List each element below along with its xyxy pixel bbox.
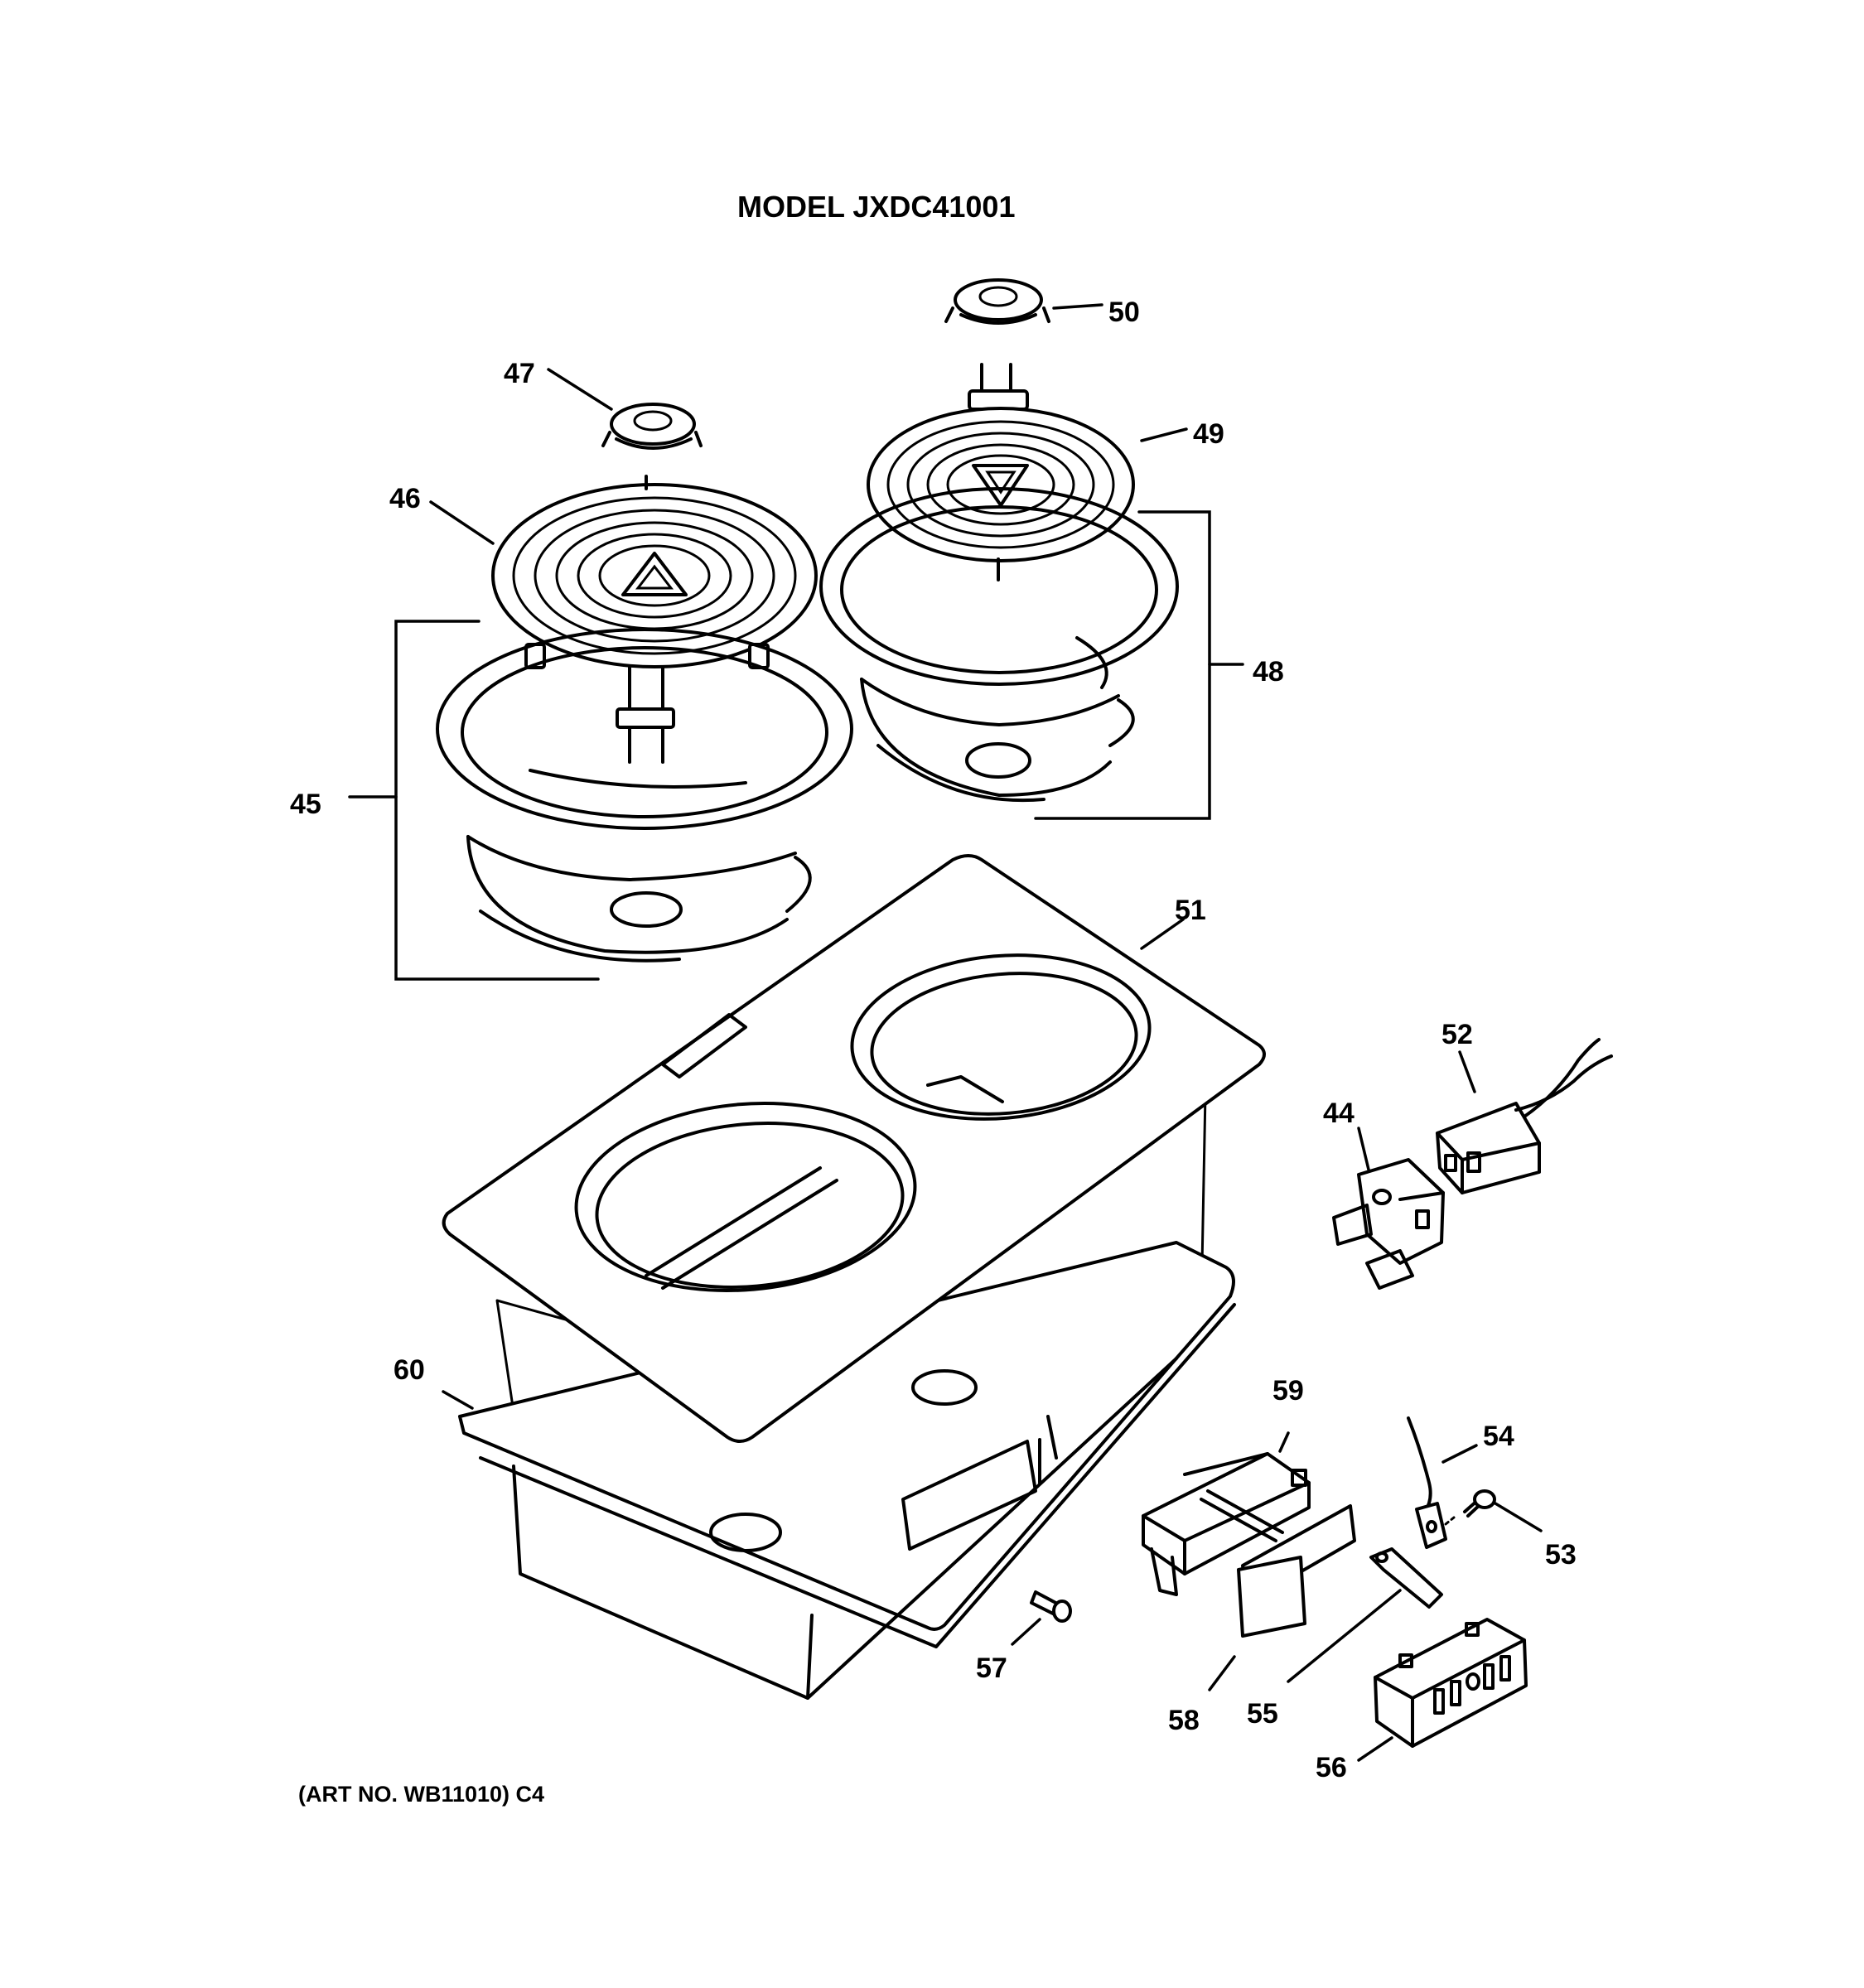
callout-46: 46 [389,483,421,514]
callout-45: 45 [290,789,321,820]
leader-57 [1208,1655,1236,1691]
art-number: (ART NO. WB11010) C4 [298,1782,544,1807]
part-49-coil [867,363,1135,581]
model-title: MODEL JXDC41001 [737,190,1015,224]
part-46-coil [491,475,818,764]
callout-48: 48 [1253,656,1284,688]
part-52-connector [1436,1038,1613,1194]
leader-53 [1494,1502,1543,1532]
part-59-screw [1030,1590,1072,1623]
part-55-strip [1369,1547,1443,1609]
leader-59 [1011,1618,1041,1646]
callout-56: 56 [1316,1752,1347,1783]
leader-49 [1140,427,1188,442]
callout-58: 59 [1272,1375,1304,1407]
callout-44: 44 [1323,1098,1355,1129]
leader-44 [1357,1127,1370,1171]
part-50-cap [944,278,1050,325]
leader-60 [442,1390,474,1410]
callout-55: 55 [1247,1698,1278,1730]
callout-54: 54 [1483,1421,1514,1452]
part-44-terminal [1332,1158,1445,1290]
part-47-cap [601,403,703,450]
callout-57: 58 [1168,1705,1200,1736]
callout-52: 52 [1441,1019,1473,1050]
part-51-cooktop [442,854,1266,1443]
part-58-bracket [1142,1452,1311,1596]
leader-50 [1052,303,1103,310]
leader-46 [429,500,495,545]
part-53-screw [1444,1489,1496,1526]
leader-56 [1357,1736,1393,1762]
part-48-ring-pan [819,487,1179,803]
bracket-45 [394,620,600,981]
leader-55 [1287,1589,1402,1683]
callout-53: 53 [1545,1539,1577,1571]
part-57-plate [1237,1504,1356,1638]
leader-54 [1441,1444,1478,1464]
callout-49: 49 [1193,418,1224,450]
leader-52 [1458,1050,1476,1093]
part-56-cover [1374,1618,1528,1748]
leader-58 [1278,1431,1290,1453]
callout-59: 57 [976,1653,1007,1684]
callout-50: 50 [1108,297,1140,328]
callout-51: 51 [1175,895,1206,926]
part-45-ring-pan [436,628,853,963]
callout-47: 47 [504,358,535,389]
part-54-ground-wire [1407,1416,1447,1549]
leader-47 [547,368,613,411]
callout-60: 60 [394,1354,425,1386]
leader-51 [1140,918,1185,950]
